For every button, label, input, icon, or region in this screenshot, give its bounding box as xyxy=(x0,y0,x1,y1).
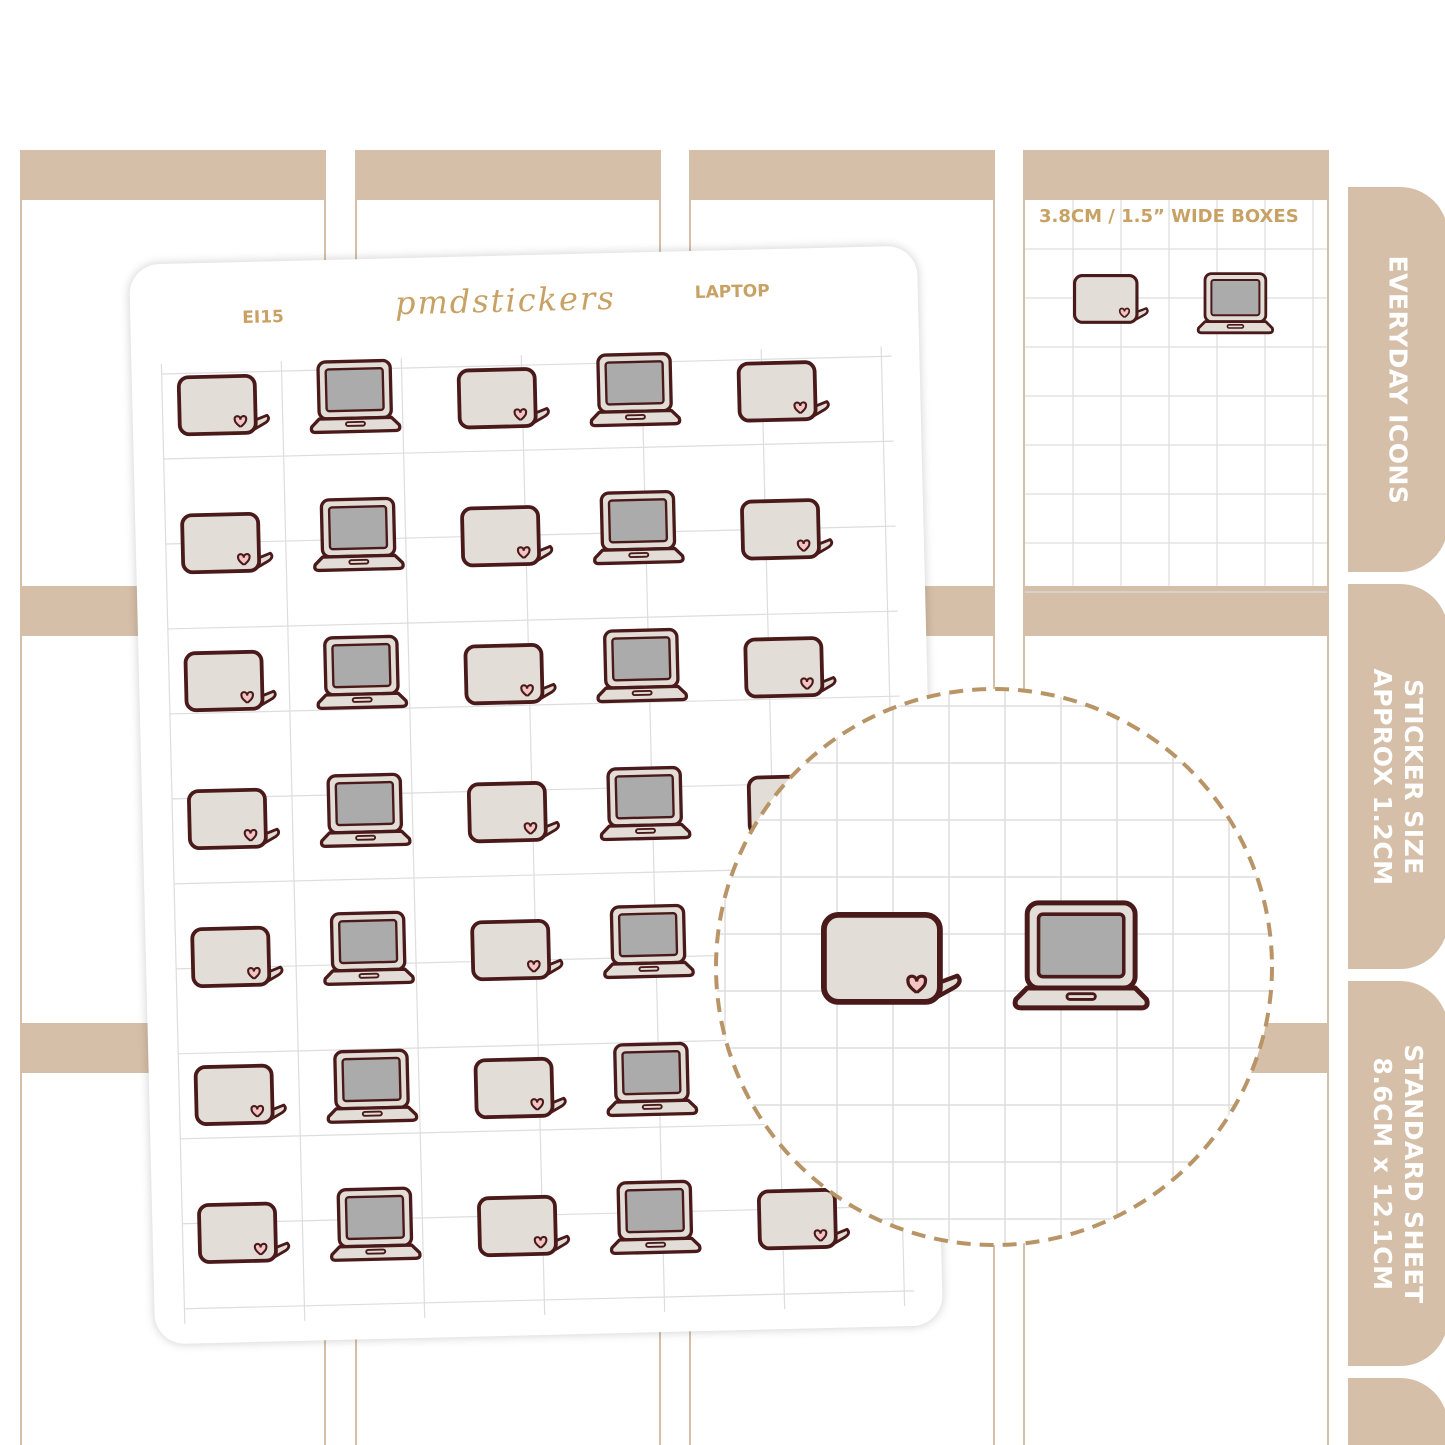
sticker-laptop-open xyxy=(329,1186,422,1262)
sticker-laptop-open xyxy=(599,765,692,842)
sticker-laptop-back-heart xyxy=(183,649,277,713)
magnifier-circle xyxy=(714,687,1274,1247)
magnifier-background xyxy=(716,689,1272,1245)
preview-sticker-laptop-back-heart xyxy=(1073,274,1149,324)
heart-icon xyxy=(793,401,808,415)
sticker-laptop-open xyxy=(313,496,405,573)
sticker-laptop-back-heart xyxy=(460,505,554,568)
tab-line-2: APPROX 1.2CM xyxy=(1368,667,1397,886)
heart-icon xyxy=(1118,307,1131,319)
planner-divider-band xyxy=(1025,586,1327,636)
sticker-laptop-back-heart xyxy=(193,1063,287,1126)
grid-line xyxy=(280,361,306,1321)
grid-line xyxy=(167,610,898,630)
sticker-laptop-back-heart xyxy=(743,636,837,699)
brand-logo: pmdstickers xyxy=(394,278,617,323)
sticker-laptop-back-heart xyxy=(740,498,834,561)
magnified-sticker-laptop-open xyxy=(1012,900,1150,1011)
sticker-laptop-back-heart xyxy=(463,643,557,706)
sticker-laptop-back-heart xyxy=(473,1056,567,1120)
sticker-laptop-back-heart xyxy=(470,918,564,982)
preview-stickers xyxy=(1073,272,1274,335)
sheet-title: LAPTOP xyxy=(694,281,770,303)
sticker-laptop-back-heart xyxy=(466,781,560,844)
sticker-laptop-back-heart xyxy=(456,367,550,430)
side-tab-everyday-icons[interactable]: EVERYDAY ICONS xyxy=(1348,187,1445,572)
sticker-laptop-back-heart xyxy=(736,360,830,423)
grid-line xyxy=(169,695,900,715)
sticker-laptop-open xyxy=(326,1048,419,1124)
grid-line xyxy=(163,440,894,460)
sticker-laptop-open xyxy=(596,627,689,704)
side-tab-partial[interactable] xyxy=(1348,1378,1445,1445)
sticker-laptop-back-heart xyxy=(477,1194,571,1258)
planner-header-band xyxy=(1025,150,1327,200)
tab-line-2: 8.6CM x 12.1CM xyxy=(1368,1057,1397,1290)
tab-line-1: STANDARD SHEET xyxy=(1399,1043,1428,1304)
sticker-laptop-open xyxy=(593,489,685,566)
sticker-laptop-back-heart xyxy=(190,925,284,988)
box-size-label: 3.8CM / 1.5” WIDE BOXES xyxy=(1039,206,1299,227)
grid-line xyxy=(161,355,892,375)
magnified-sticker-laptop-back-heart xyxy=(821,912,962,1005)
grid-line xyxy=(184,1290,915,1310)
sticker-laptop-open xyxy=(606,1041,699,1118)
planner-header-band xyxy=(691,150,993,200)
tab-line-1: STICKER SIZE xyxy=(1399,678,1428,875)
grid-line xyxy=(160,364,186,1324)
sticker-laptop-open xyxy=(316,634,409,711)
sticker-laptop-back-heart xyxy=(187,787,281,851)
sticker-laptop-back-heart xyxy=(176,373,270,437)
sticker-laptop-open xyxy=(319,772,412,849)
sticker-laptop-open xyxy=(603,903,695,980)
tab-line-1: EVERYDAY ICONS xyxy=(1383,255,1413,504)
preview-grid xyxy=(1025,200,1327,593)
planner-header-band xyxy=(22,150,324,200)
sticker-sheet: EI15 pmdstickers LAPTOP xyxy=(128,245,944,1345)
planner-header-band xyxy=(357,150,659,200)
sticker-laptop-open xyxy=(309,358,402,435)
grid-line xyxy=(400,358,426,1318)
sticker-laptop-back-heart xyxy=(180,511,274,575)
preview-sticker-laptop-open xyxy=(1196,272,1274,335)
sticker-laptop-open xyxy=(609,1179,702,1256)
sticker-laptop-open xyxy=(589,352,682,428)
sheet-code: EI15 xyxy=(242,307,285,329)
sticker-laptop-back-heart xyxy=(197,1201,291,1264)
magnifier-dashed-border xyxy=(714,687,1274,1247)
sticker-laptop-open xyxy=(323,910,415,986)
sticker-laptop-back-heart xyxy=(756,1188,851,1251)
sheet-grid-and-stickers xyxy=(160,346,915,1324)
